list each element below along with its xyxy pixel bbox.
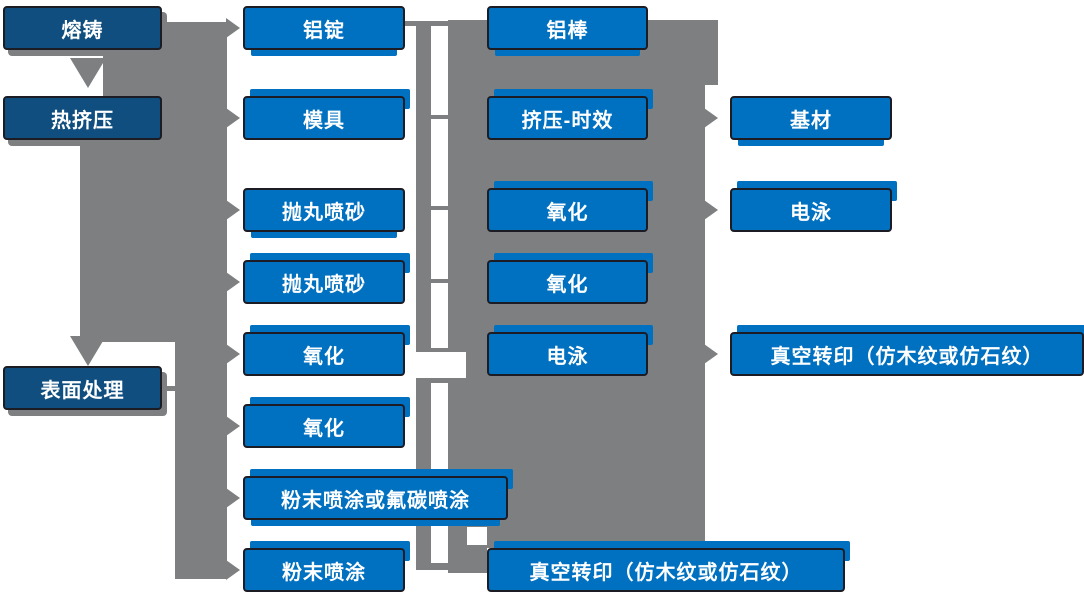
flow-arrow-right-icon bbox=[226, 18, 240, 38]
node-label: 基材 bbox=[790, 109, 832, 132]
node-melting: 熔铸 bbox=[3, 6, 162, 50]
node-shot-blasting-2: 抛丸喷砂 bbox=[243, 260, 405, 304]
connector-band bbox=[448, 527, 467, 573]
flow-arrow-right-icon bbox=[226, 488, 240, 508]
flow-arrow-right-icon bbox=[226, 560, 240, 580]
node-electrophoresis-c3: 电泳 bbox=[487, 332, 648, 376]
connector-gap bbox=[448, 352, 466, 378]
node-label: 电泳 bbox=[790, 201, 832, 224]
node-label: 氧化 bbox=[303, 417, 345, 440]
flow-arrow-right-icon bbox=[226, 272, 240, 292]
node-extrusion-aging: 挤压-时效 bbox=[487, 96, 648, 140]
node-label: 电泳 bbox=[546, 345, 589, 368]
connector-band bbox=[160, 386, 176, 391]
flow-arrow-right-icon bbox=[704, 344, 718, 364]
node-powder-or-fluorocarbon-coating: 粉末喷涂或氟碳喷涂 bbox=[243, 476, 508, 520]
connector-band bbox=[405, 21, 416, 26]
connector-band bbox=[431, 378, 448, 383]
node-label: 抛丸喷砂 bbox=[282, 201, 366, 224]
node-label: 粉末喷涂或氟碳喷涂 bbox=[281, 489, 470, 512]
connector-band bbox=[431, 206, 448, 210]
flow-arrow-right-icon bbox=[226, 344, 240, 364]
connector-band bbox=[431, 348, 448, 352]
node-surface-treatment: 表面处理 bbox=[3, 366, 162, 410]
node-electrophoresis-c4: 电泳 bbox=[730, 188, 892, 232]
node-vacuum-transfer-c4: 真空转印（仿木纹或仿石纹） bbox=[730, 332, 1084, 376]
node-shot-blasting-1: 抛丸喷砂 bbox=[243, 188, 405, 232]
flow-arrow-right-icon bbox=[226, 200, 240, 220]
node-oxidation-c2-1: 氧化 bbox=[243, 332, 405, 376]
node-powder-coating: 粉末喷涂 bbox=[243, 548, 405, 592]
node-vacuum-transfer-c3: 真空转印（仿木纹或仿石纹） bbox=[487, 548, 845, 592]
connector-band bbox=[467, 545, 487, 573]
flow-arrow-right-icon bbox=[704, 200, 718, 220]
connector-band bbox=[175, 342, 227, 579]
connector-band bbox=[430, 563, 450, 570]
node-label: 抛丸喷砂 bbox=[282, 273, 366, 296]
connector-band bbox=[448, 85, 705, 527]
node-label: 模具 bbox=[303, 109, 345, 132]
node-label: 热挤压 bbox=[51, 109, 114, 132]
flow-arrow-down-icon bbox=[70, 58, 106, 88]
flow-arrow-right-icon bbox=[226, 416, 240, 436]
node-label: 铝锭 bbox=[303, 19, 345, 42]
node-label: 氧化 bbox=[546, 273, 589, 296]
flow-arrow-down-icon bbox=[70, 336, 106, 366]
connector-band bbox=[416, 21, 431, 352]
node-label: 粉末喷涂 bbox=[282, 561, 366, 584]
node-label: 铝棒 bbox=[546, 19, 589, 42]
node-mold: 模具 bbox=[243, 96, 405, 140]
node-label: 氧化 bbox=[546, 201, 589, 224]
connector-band bbox=[431, 21, 448, 26]
node-aluminum-rod: 铝棒 bbox=[487, 6, 648, 50]
connector-band bbox=[431, 279, 448, 283]
node-label: 挤压-时效 bbox=[521, 109, 614, 132]
flow-arrow-right-icon bbox=[704, 108, 718, 128]
connector-band bbox=[431, 115, 448, 119]
node-label: 熔铸 bbox=[61, 19, 104, 42]
node-oxidation-c3-2: 氧化 bbox=[487, 260, 648, 304]
node-base-material: 基材 bbox=[730, 96, 892, 140]
node-oxidation-c2-2: 氧化 bbox=[243, 404, 405, 448]
node-label: 表面处理 bbox=[40, 379, 125, 402]
flow-arrow-right-icon bbox=[226, 108, 240, 128]
node-label: 氧化 bbox=[303, 345, 345, 368]
node-label: 真空转印（仿木纹或仿石纹） bbox=[529, 561, 803, 584]
node-label: 真空转印（仿木纹或仿石纹） bbox=[770, 345, 1044, 368]
node-oxidation-c3-1: 氧化 bbox=[487, 188, 648, 232]
node-hot-extrusion: 热挤压 bbox=[3, 96, 162, 140]
node-aluminum-ingot: 铝锭 bbox=[243, 6, 405, 50]
